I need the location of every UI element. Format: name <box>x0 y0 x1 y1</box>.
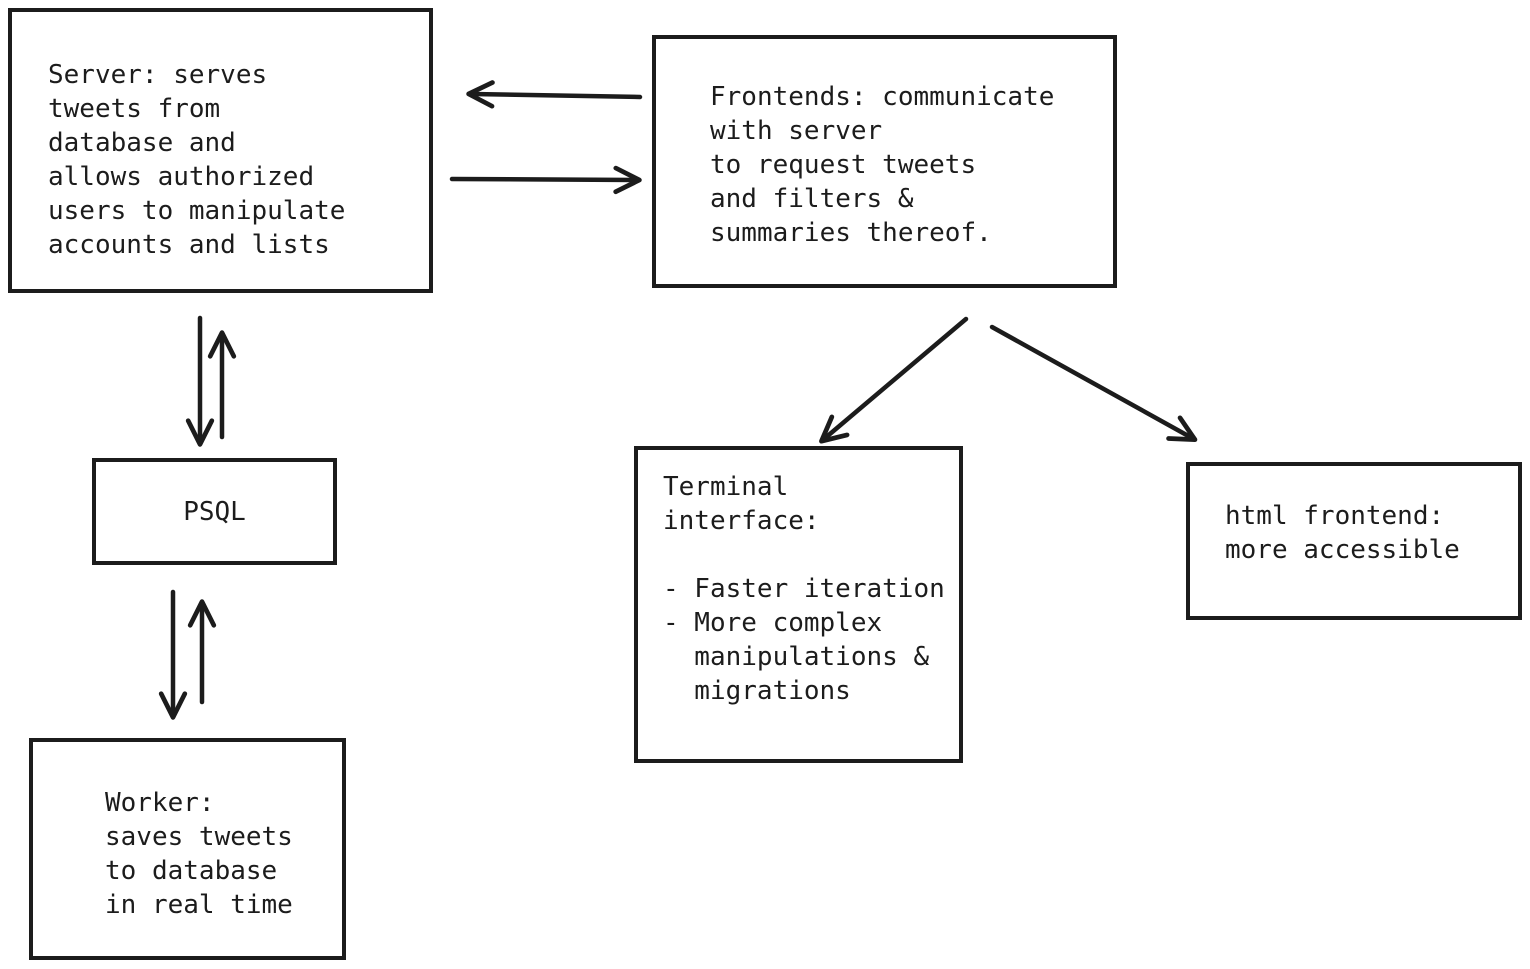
node-worker: Worker: saves tweets to database in real… <box>29 738 346 960</box>
arrow-frontends-to-html-frontend <box>989 324 1198 443</box>
arrow-server-to-frontends <box>449 165 642 195</box>
arrow-frontends-to-server <box>466 80 643 109</box>
arrow-frontends-to-terminal <box>819 316 969 444</box>
node-terminal-interface: Terminal interface: - Faster iteration -… <box>634 446 963 763</box>
node-psql: PSQL <box>92 458 337 565</box>
node-server: Server: serves tweets from database and … <box>8 8 433 293</box>
node-frontends: Frontends: communicate with server to re… <box>652 35 1117 288</box>
node-html-frontend: html frontend: more accessible <box>1186 462 1522 620</box>
